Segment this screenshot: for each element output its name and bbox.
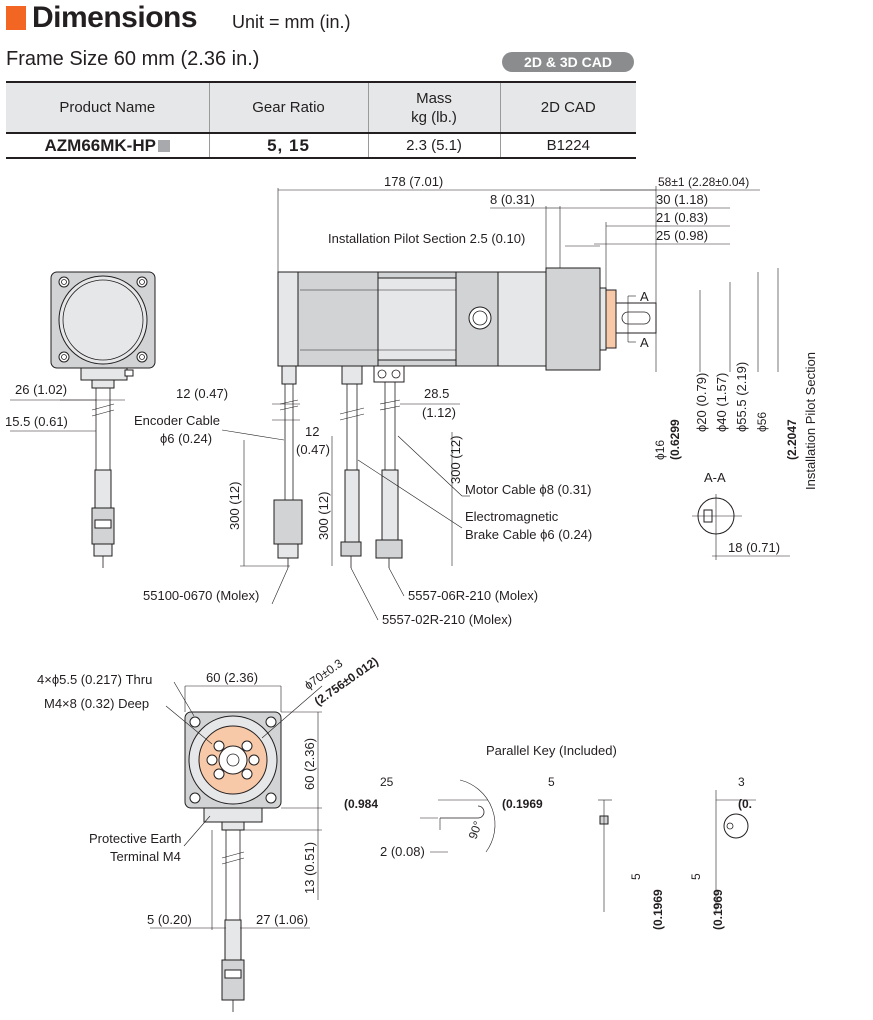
pilot-section: Installation Pilot Section xyxy=(803,352,818,490)
key-height-in: (0.1969 xyxy=(651,889,665,930)
key-width-in: (0.1969 xyxy=(502,797,543,811)
dim-58: 58±1 (2.28±0.04) xyxy=(658,175,749,189)
side-view-cables xyxy=(273,365,405,568)
encoder-dia: ϕ6 (0.24) xyxy=(160,431,212,446)
side-view-motor xyxy=(277,267,657,371)
motor-cable: Motor Cable ϕ8 (0.31) xyxy=(465,482,592,497)
cell-cad[interactable]: B1224 xyxy=(499,133,636,159)
mass-header-line2: kg (lb.) xyxy=(411,108,457,126)
key-angle: 90° xyxy=(466,819,485,841)
cad-download-button[interactable]: 2D & 3D CAD xyxy=(502,52,634,72)
dim-28-5-in: (1.12) xyxy=(422,405,456,420)
side-view-top-dims: 178 (7.01) 58±1 (2.28±0.04) 8 (0.31) 30 … xyxy=(277,174,760,303)
dim-18: 18 (0.71) xyxy=(728,540,780,555)
section-a-bottom: A xyxy=(640,335,649,350)
dim-21: 21 (0.83) xyxy=(656,210,708,225)
dim-300-encoder: 300 (12) xyxy=(227,482,242,530)
key-width: 5 xyxy=(548,775,555,789)
parallel-key-view: Parallel Key (Included) 25 (0.984 90° 2 … xyxy=(344,743,756,930)
dim-26: 26 (1.02) xyxy=(15,382,67,397)
thru-holes: 4×ϕ5.5 (0.217) Thru xyxy=(37,672,152,687)
section-header: Dimensions Unit = mm (in.) xyxy=(0,0,873,40)
dia-55-5: ϕ55.5 (2.19) xyxy=(734,362,749,432)
pilot-length: Installation Pilot Section 2.5 (0.10) xyxy=(328,231,525,246)
keyway-width-in: (0.1969 xyxy=(711,889,725,930)
frame-size-heading: Frame Size 60 mm (2.36 in.) xyxy=(6,48,260,70)
dia-16: ϕ16 xyxy=(653,440,667,460)
dim-30: 30 (1.18) xyxy=(656,192,708,207)
section-aa-label: A-A xyxy=(704,470,726,485)
conn-brake: 5557-02R-210 (Molex) xyxy=(382,612,512,627)
keyway-width: 5 xyxy=(689,873,703,880)
keyway-depth: 3 xyxy=(738,775,745,789)
table-row: AZM66MK-HP 5, 15 2.3 (5.1) B1224 xyxy=(6,133,636,159)
unit-label: Unit = mm (in.) xyxy=(232,12,351,32)
col-header-cad: 2D CAD xyxy=(499,81,636,134)
dim-300-motor: 300 (12) xyxy=(448,436,463,484)
col-header-product: Product Name xyxy=(6,81,209,134)
brake-dia: Brake Cable ϕ6 (0.24) xyxy=(465,527,592,542)
cell-gear: 5, 15 xyxy=(208,133,368,159)
key-height: 5 xyxy=(629,873,643,880)
section-a-top: A xyxy=(640,289,649,304)
cell-mass: 2.3 (5.1) xyxy=(367,133,500,159)
conn-encoder: 55100-0670 (Molex) xyxy=(143,588,259,603)
dia-56-in: (2.2047 xyxy=(785,419,799,460)
pe-terminal-label: Protective Earth xyxy=(89,831,182,846)
key-title: Parallel Key (Included) xyxy=(486,743,617,758)
dim-300-brake: 300 (12) xyxy=(316,492,331,540)
dim-13: 13 (0.51) xyxy=(302,842,317,894)
dim-178: 178 (7.01) xyxy=(384,174,443,189)
flange-view xyxy=(184,711,282,1012)
section-a-a-view: A-A 18 (0.71) xyxy=(692,470,790,560)
key-length-in: (0.984 xyxy=(344,797,378,811)
conn-motor: 5557-06R-210 (Molex) xyxy=(408,588,538,603)
dim-60-width: 60 (2.36) xyxy=(206,670,258,685)
dim-5: 5 (0.20) xyxy=(147,912,192,927)
accent-square-icon xyxy=(6,6,26,30)
side-view-diameter-dims: ϕ16 (0.6299 ϕ20 (0.79) ϕ40 (1.57) ϕ55.5 … xyxy=(653,268,818,490)
side-view-section-a: A A xyxy=(627,289,649,350)
dia-40: ϕ40 (1.57) xyxy=(714,373,729,432)
dim-8: 8 (0.31) xyxy=(490,192,535,207)
dim-60-height: 60 (2.36) xyxy=(302,738,317,790)
dia-56: ϕ56 xyxy=(755,412,769,432)
key-length: 25 xyxy=(380,775,394,789)
col-header-gear: Gear Ratio xyxy=(208,81,368,134)
dia-20: ϕ20 (0.79) xyxy=(694,373,709,432)
dim-27: 27 (1.06) xyxy=(256,912,308,927)
dia-16-in: (0.6299 xyxy=(668,419,682,460)
variant-square-icon xyxy=(157,139,170,152)
keyway-depth-in: (0. xyxy=(738,797,752,811)
dim-28-5: 28.5 xyxy=(424,386,449,401)
cell-product: AZM66MK-HP xyxy=(6,133,209,159)
product-name: AZM66MK-HP xyxy=(44,135,156,155)
mass-header-line1: Mass xyxy=(416,89,452,107)
pe-terminal-size: Terminal M4 xyxy=(110,849,181,864)
key-chamfer: 2 (0.08) xyxy=(380,844,425,859)
front-view-motor xyxy=(50,271,156,568)
dim-12-brake: 12 xyxy=(305,424,319,439)
front-view-dims: 26 (1.02) 15.5 (0.61) xyxy=(5,382,125,432)
tap-holes: M4×8 (0.32) Deep xyxy=(44,696,149,711)
side-view-cable-dims: 12 (0.47) Encoder Cable ϕ6 (0.24) 300 (1… xyxy=(134,386,592,627)
page-title: Dimensions xyxy=(32,1,198,34)
dim-15-5: 15.5 (0.61) xyxy=(5,414,68,429)
dim-25: 25 (0.98) xyxy=(656,228,708,243)
encoder-label: Encoder Cable xyxy=(134,413,220,428)
brake-label: Electromagnetic xyxy=(465,509,559,524)
dim-12-encoder: 12 (0.47) xyxy=(176,386,228,401)
dim-12-brake-in: (0.47) xyxy=(296,442,330,457)
